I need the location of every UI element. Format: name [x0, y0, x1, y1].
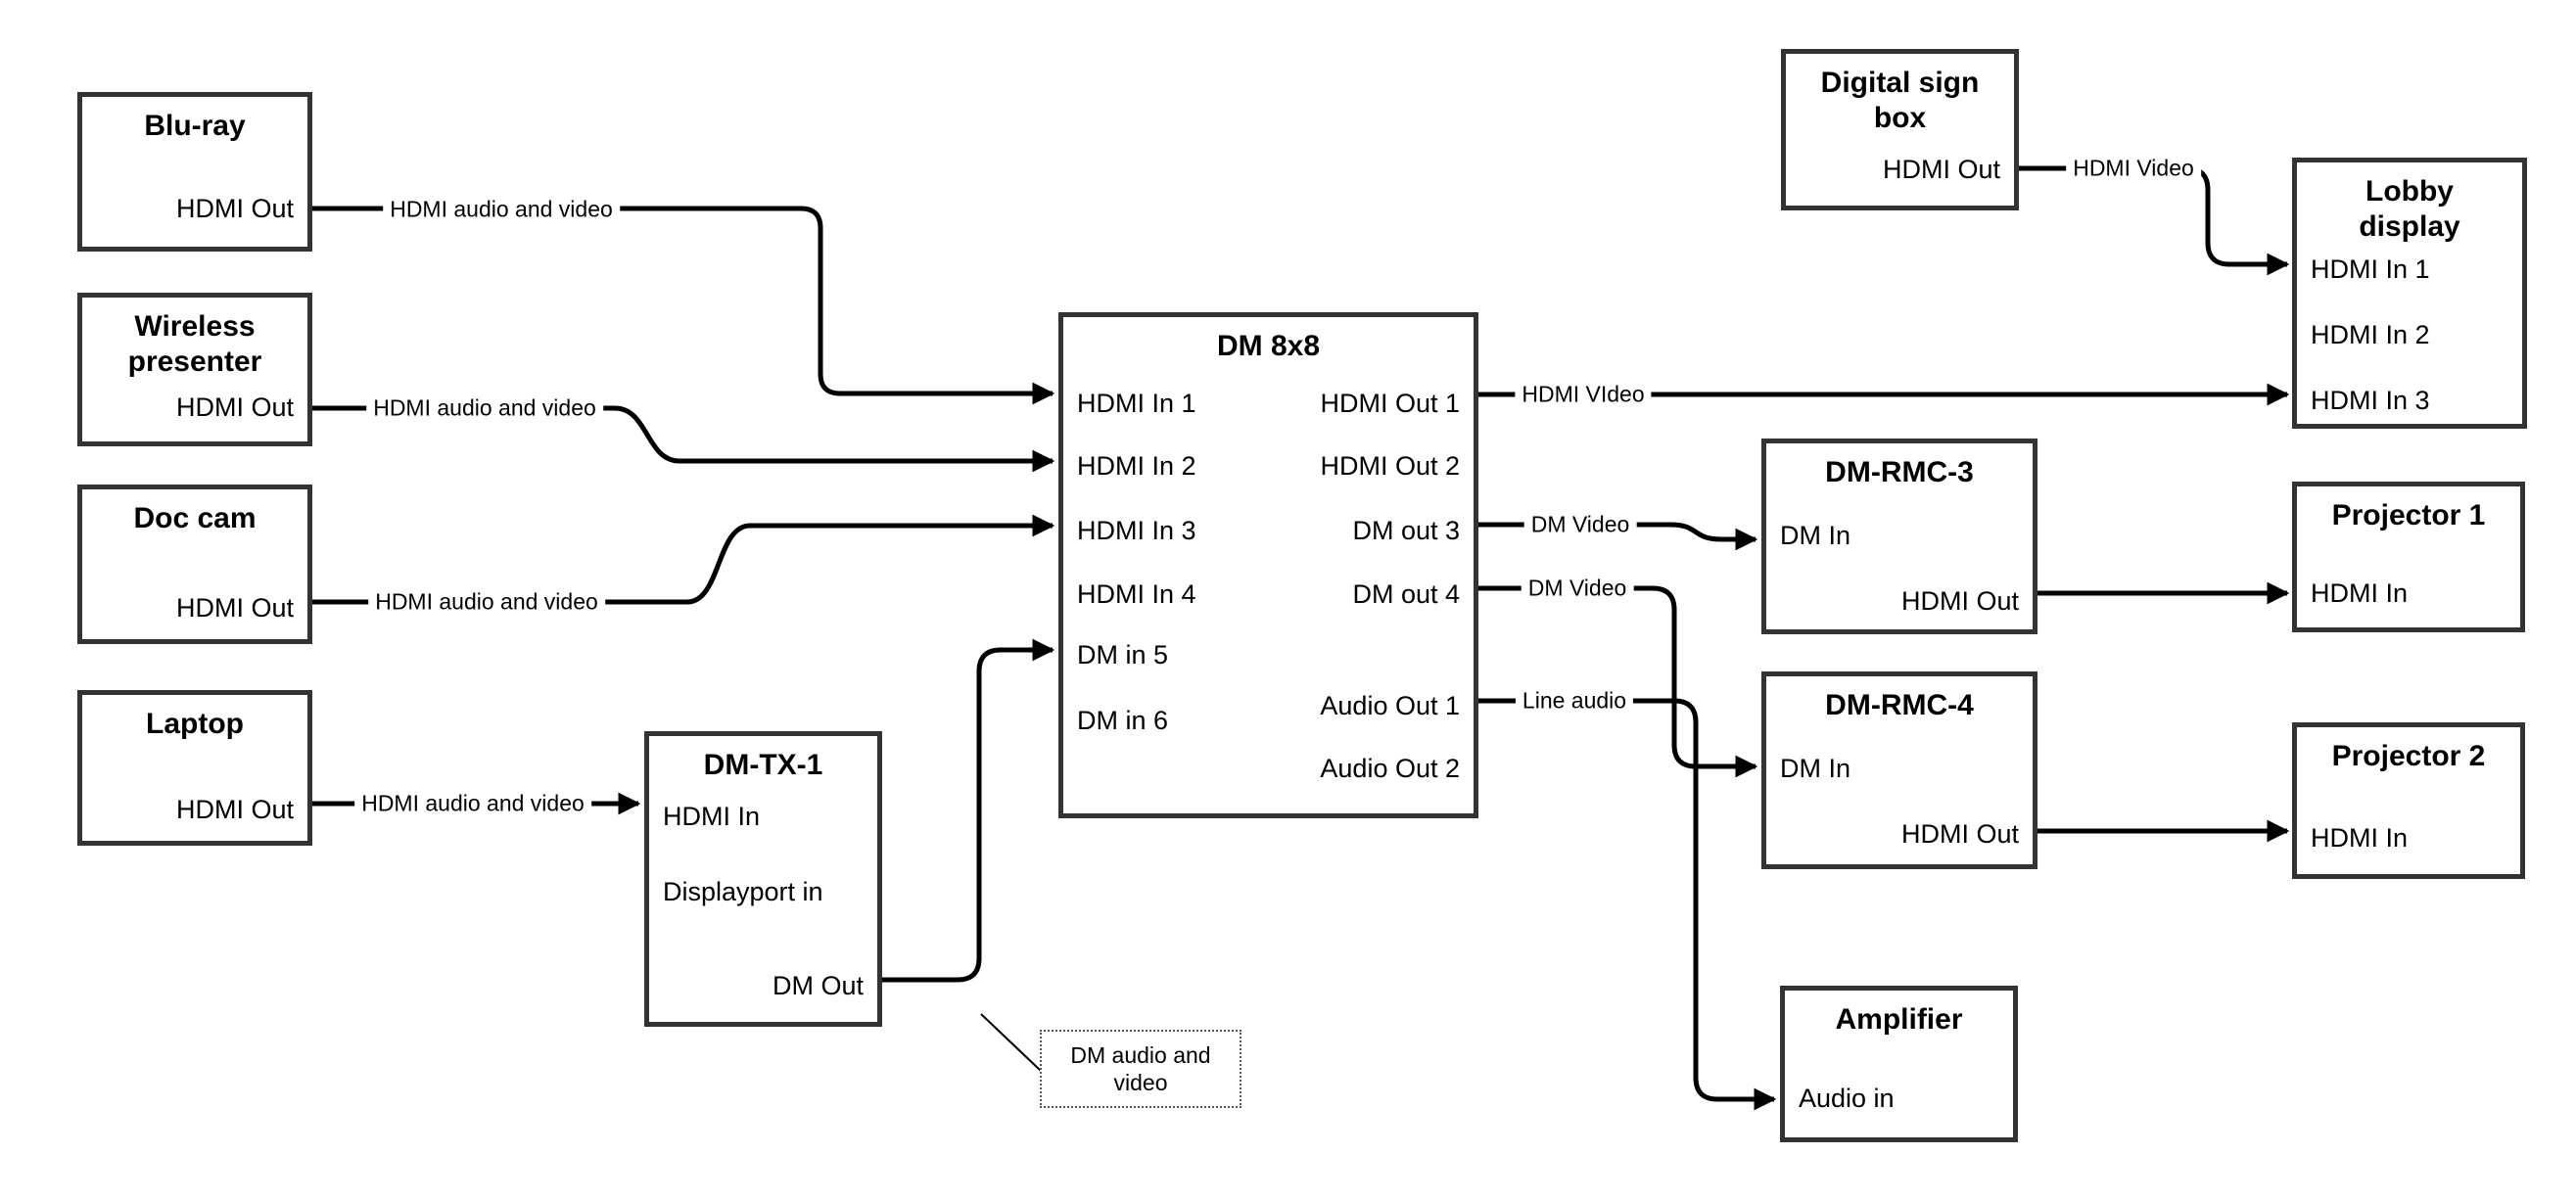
port-hdmi-out: HDMI Out [175, 593, 294, 623]
port-dm-in-6: DM in 6 [1077, 706, 1169, 735]
node-blu-ray: Blu-ray HDMI Out [77, 92, 312, 252]
edge-label-line-audio: Line audio [1515, 686, 1634, 716]
node-title: Doc cam [133, 502, 257, 534]
node-projector-2: Projector 2 HDMI In [2292, 722, 2525, 879]
node-title: Lobby display [2359, 175, 2460, 243]
node-title: DM-RMC-4 [1825, 689, 1974, 721]
edge-label-hdmi-audio-video-wireless: HDMI audio and video [366, 393, 603, 423]
edge-label-dm-video-out3: DM Video [1523, 510, 1637, 539]
node-title: DM-TX-1 [703, 749, 823, 781]
connector-audio-out1-to-amplifier [1478, 698, 1777, 1111]
connector-dm-out3-to-rmc3 [1478, 522, 1758, 551]
connector-sign-to-lobby-in1 [2019, 165, 2290, 276]
connector-wireless-to-hdmi-in-2 [312, 405, 1055, 473]
port-hdmi-in-2: HDMI In 2 [2311, 320, 2430, 349]
port-hdmi-out: HDMI Out [1900, 819, 2019, 849]
port-hdmi-in-2: HDMI In 2 [1077, 451, 1196, 481]
port-dm-in: DM In [1780, 521, 1851, 550]
port-hdmi-in-1: HDMI In 1 [1077, 389, 1196, 418]
port-dm-out: DM Out [772, 971, 864, 1000]
node-amplifier: Amplifier Audio in [1780, 986, 2018, 1142]
edge-label-hdmi-video-sign: HDMI Video [2066, 154, 2201, 183]
note-dm-audio-and-video: DM audio and video [1040, 1030, 1241, 1108]
edge-label-hdmi-video-out1: HDMI VIdeo [1515, 380, 1652, 409]
node-title: Laptop [146, 708, 244, 740]
node-title: Blu-ray [144, 110, 246, 142]
node-laptop: Laptop HDMI Out [77, 690, 312, 846]
node-lobby-display: Lobby display HDMI In 1 HDMI In 2 HDMI I… [2292, 158, 2527, 429]
node-title: DM-RMC-3 [1825, 456, 1974, 488]
port-hdmi-out: HDMI Out [1900, 586, 2019, 616]
node-digital-sign-box: Digital sign box HDMI Out [1781, 49, 2019, 210]
node-title: Digital sign box [1820, 67, 1980, 134]
connector-doccam-to-hdmi-in-3 [312, 514, 1055, 605]
node-dm-rmc-4: DM-RMC-4 DM In HDMI Out [1761, 671, 2037, 869]
node-dm-rmc-3: DM-RMC-3 DM In HDMI Out [1761, 439, 2037, 634]
port-audio-out-2: Audio Out 2 [1320, 754, 1460, 783]
node-title: Projector 1 [2331, 499, 2486, 531]
edge-label-dm-video-out4: DM Video [1521, 574, 1634, 603]
edge-label-hdmi-audio-video-bluray: HDMI audio and video [383, 195, 620, 224]
node-title: DM 8x8 [1216, 330, 1321, 362]
node-dm-8x8: DM 8x8 HDMI In 1 HDMI In 2 HDMI In 3 HDM… [1058, 312, 1478, 818]
port-dm-out-4: DM out 4 [1352, 579, 1460, 609]
edge-label-hdmi-audio-video-laptop: HDMI audio and video [354, 789, 591, 818]
port-hdmi-in: HDMI In [2311, 823, 2409, 853]
edge-label-hdmi-audio-video-doccam: HDMI audio and video [368, 587, 605, 617]
port-dm-in: DM In [1780, 754, 1851, 783]
port-hdmi-out: HDMI Out [175, 393, 294, 422]
connector-dm-out4-to-rmc4 [1478, 585, 1758, 778]
callout-line-dm-audio-video [980, 1013, 1042, 1072]
node-title: Wireless presenter [127, 310, 262, 378]
port-audio-in: Audio in [1799, 1084, 1895, 1113]
node-title: Amplifier [1835, 1003, 1963, 1036]
node-doc-cam: Doc cam HDMI Out [77, 485, 312, 644]
node-dm-tx-1: DM-TX-1 HDMI In Displayport in DM Out [644, 731, 882, 1027]
port-hdmi-in-3: HDMI In 3 [1077, 516, 1196, 545]
port-hdmi-out-1: HDMI Out 1 [1320, 389, 1460, 418]
port-hdmi-out: HDMI Out [175, 795, 294, 824]
port-hdmi-in-3: HDMI In 3 [2311, 386, 2430, 415]
port-hdmi-out-2: HDMI Out 2 [1320, 451, 1460, 481]
node-projector-1: Projector 1 HDMI In [2292, 482, 2525, 632]
node-wireless-presenter: Wireless presenter HDMI Out [77, 293, 312, 446]
port-displayport-in: Displayport in [663, 877, 823, 906]
port-hdmi-out: HDMI Out [1882, 155, 2000, 184]
connector-bluray-to-hdmi-in-1 [312, 206, 1055, 405]
port-dm-out-3: DM out 3 [1352, 516, 1460, 545]
port-audio-out-1: Audio Out 1 [1320, 691, 1460, 720]
port-dm-in-5: DM in 5 [1077, 640, 1169, 670]
port-hdmi-in: HDMI In [663, 802, 761, 831]
port-hdmi-out: HDMI Out [175, 194, 294, 223]
port-hdmi-in-1: HDMI In 1 [2311, 254, 2430, 284]
port-hdmi-in-4: HDMI In 4 [1077, 579, 1196, 609]
node-title: Projector 2 [2331, 740, 2486, 772]
port-hdmi-in: HDMI In [2311, 578, 2409, 608]
connector-dmtx1-to-dm-in-5 [880, 638, 1055, 983]
